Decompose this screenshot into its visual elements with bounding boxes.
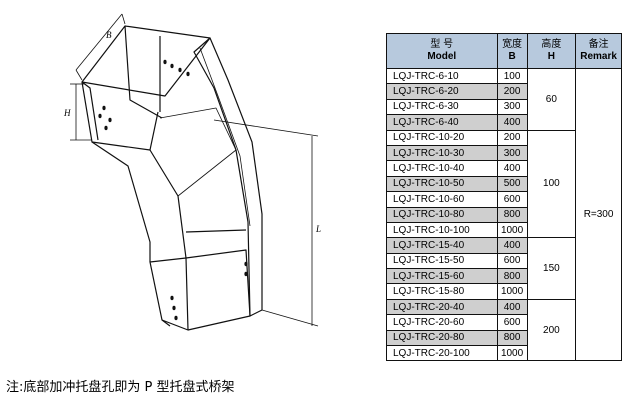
table-row: LQJ-TRC-20-40 400 200 [386, 298, 622, 362]
cell-remark: R=300 [575, 67, 622, 362]
label-B: B [106, 30, 112, 40]
cell-width: 300 [496, 144, 528, 162]
label-H: H [63, 108, 71, 118]
mounting-holes [98, 59, 248, 321]
cell-model: LQJ-TRC-6-20 [386, 83, 498, 100]
cell-width: 200 [496, 83, 528, 100]
cell-model: LQJ-TRC-6-10 [386, 67, 498, 85]
cell-model: LQJ-TRC-15-50 [386, 252, 498, 270]
cell-model: LQJ-TRC-10-80 [386, 206, 498, 223]
cell-model: LQJ-TRC-10-30 [386, 144, 498, 162]
cell-width: 600 [496, 252, 528, 270]
cell-model: LQJ-TRC-6-30 [386, 98, 498, 116]
cell-width: 400 [496, 114, 528, 131]
cell-height: 200 [526, 298, 577, 362]
footnote: 注:底部加冲托盘孔即为 P 型托盘式桥架 [6, 380, 235, 395]
cell-model: LQJ-TRC-6-40 [386, 114, 498, 131]
cell-model: LQJ-TRC-20-80 [386, 329, 498, 347]
cell-model: LQJ-TRC-20-60 [386, 314, 498, 331]
left-flange [81, 81, 99, 141]
cell-width: 800 [496, 268, 528, 285]
tray-elbow-drawing: B H L [63, 13, 321, 331]
cell-width: 1000 [496, 221, 528, 239]
cell-model: LQJ-TRC-10-50 [386, 175, 498, 193]
cell-width: 800 [496, 206, 528, 223]
table-row: LQJ-TRC-6-10 100 60 R=300 [386, 67, 622, 362]
lower-section [149, 257, 189, 331]
dimension-L [213, 119, 319, 327]
cell-height: 100 [526, 129, 577, 239]
cell-width: 800 [496, 329, 528, 347]
dimension-B [75, 13, 126, 81]
right-side-panel [193, 37, 263, 317]
cell-model: LQJ-TRC-20-100 [386, 345, 498, 362]
cell-model: LQJ-TRC-15-40 [386, 237, 498, 254]
cell-model: LQJ-TRC-20-40 [386, 298, 498, 316]
top-rim [81, 25, 211, 97]
label-L: L [315, 224, 321, 234]
cell-width: 400 [496, 160, 528, 177]
cell-model: LQJ-TRC-15-60 [386, 268, 498, 285]
cell-width: 300 [496, 98, 528, 116]
cell-width: 500 [496, 175, 528, 193]
cell-model: LQJ-TRC-10-20 [386, 129, 498, 146]
back-wall [124, 25, 163, 119]
dimension-H [70, 83, 92, 141]
cell-model: LQJ-TRC-15-80 [386, 283, 498, 300]
cell-model: LQJ-TRC-10-60 [386, 191, 498, 208]
cell-height: 60 [526, 68, 577, 131]
cell-width: 1000 [496, 345, 528, 362]
table-row: LQJ-TRC-15-40 400 150 [386, 237, 622, 300]
cell-width: 600 [496, 314, 528, 331]
cell-width: 200 [496, 129, 528, 146]
bottom-box [185, 249, 251, 331]
cell-model: LQJ-TRC-10-100 [386, 221, 498, 239]
cell-height: 150 [526, 237, 577, 300]
sloped-section [91, 141, 187, 262]
cell-width: 600 [496, 191, 528, 208]
cell-width: 100 [496, 67, 528, 85]
cell-width: 400 [496, 298, 528, 316]
cell-width: 400 [496, 237, 528, 254]
left-side-upper [81, 81, 159, 151]
cell-model: LQJ-TRC-10-40 [386, 160, 498, 177]
cell-width: 1000 [496, 283, 528, 300]
